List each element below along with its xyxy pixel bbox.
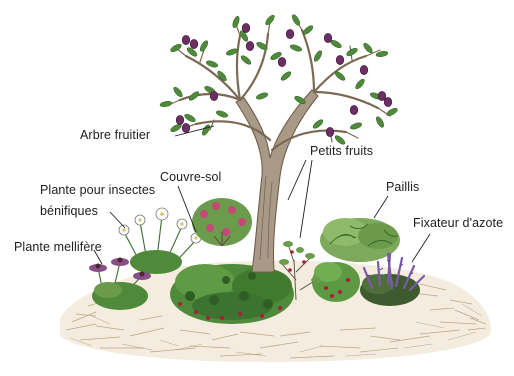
flowering-bush bbox=[192, 198, 252, 246]
label-fruit-tree: Arbre fruitier bbox=[80, 128, 150, 143]
label-nitrogen-fixer: Fixateur d'azote bbox=[413, 216, 503, 231]
label-small-fruits: Petits fruits bbox=[310, 144, 373, 159]
beneficial-insect-plant bbox=[119, 208, 201, 274]
label-ground-cover: Couvre-sol bbox=[160, 170, 221, 185]
pointer-nitrogen-fixer bbox=[412, 234, 430, 262]
pointer-mulch bbox=[374, 196, 388, 218]
ground-cover-plant bbox=[170, 264, 294, 324]
pointer-insect-plant bbox=[110, 212, 125, 228]
pointer-small-fruit-2 bbox=[300, 160, 312, 238]
label-honey-plant: Plante mellifère bbox=[14, 240, 102, 255]
pointer-small-fruit-1 bbox=[288, 160, 306, 200]
label-beneficial-insect-plant-line2: bénifiques bbox=[40, 204, 98, 219]
label-beneficial-insect-plant-line1: Plante pour insectes bbox=[40, 183, 155, 198]
label-mulch: Paillis bbox=[386, 180, 419, 195]
